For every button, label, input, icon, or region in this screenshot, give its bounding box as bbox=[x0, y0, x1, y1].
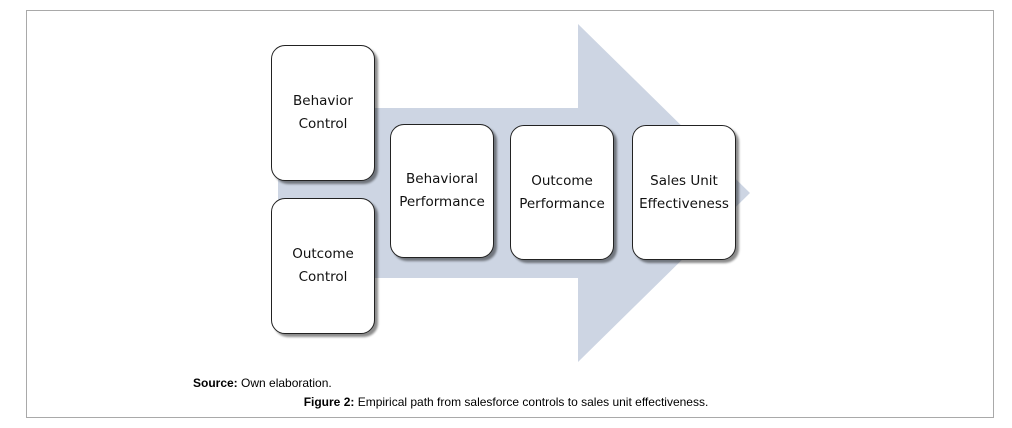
outcome-control-box: Outcome Control bbox=[271, 198, 375, 334]
behavior-control-label: Behavior Control bbox=[293, 93, 353, 132]
caption-text: Empirical path from salesforce controls … bbox=[354, 395, 709, 409]
sales-unit-effectiveness-label: Sales Unit Effectiveness bbox=[639, 172, 729, 212]
caption-label: Figure 2: bbox=[303, 395, 355, 409]
source-label: Source: bbox=[193, 376, 238, 390]
behavioral-performance-label: Behavioral Performance bbox=[399, 171, 485, 210]
outcome-performance-box: Outcome Performance bbox=[510, 125, 614, 260]
sales-unit-effectiveness-box: Sales Unit Effectiveness bbox=[632, 125, 736, 260]
figure-caption: Figure 2: Empirical path from salesforce… bbox=[0, 395, 1012, 409]
source-text: Own elaboration. bbox=[237, 376, 332, 390]
source-note: Source: Own elaboration. bbox=[193, 376, 332, 390]
behavioral-performance-box: Behavioral Performance bbox=[390, 124, 494, 258]
outcome-performance-label: Outcome Performance bbox=[519, 172, 605, 212]
outcome-control-label: Outcome Control bbox=[292, 246, 354, 285]
behavior-control-box: Behavior Control bbox=[271, 45, 375, 181]
